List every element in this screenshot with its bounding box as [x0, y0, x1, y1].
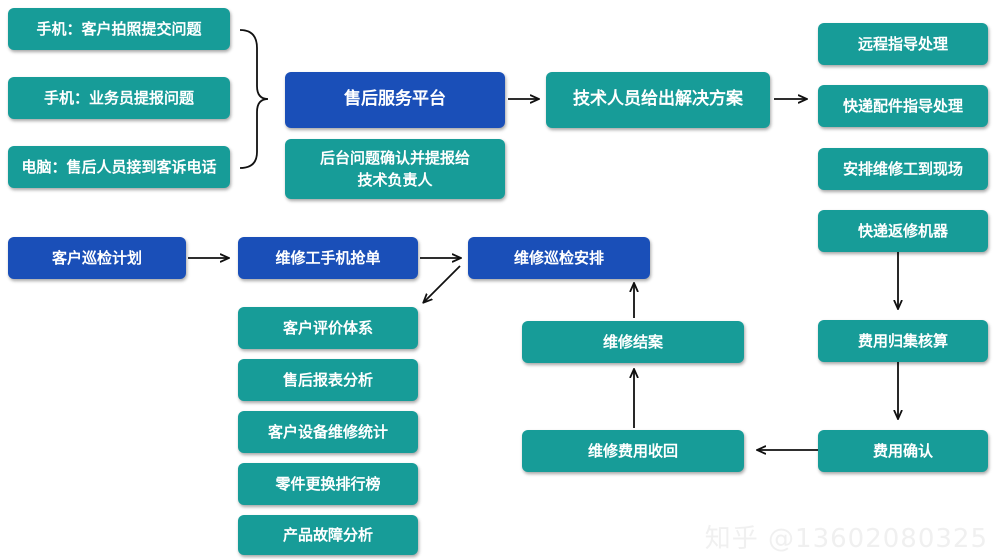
solution-onsite-repair: 安排维修工到现场 [818, 148, 988, 190]
fee-confirm: 费用确认 [818, 430, 988, 472]
solution-express-parts: 快递配件指导处理 [818, 85, 988, 127]
report-parts-ranking: 零件更换排行榜 [238, 463, 418, 505]
aftersales-platform: 售后服务平台 [285, 72, 505, 128]
report-fault-analysis: 产品故障分析 [238, 515, 418, 555]
input-brace [239, 29, 269, 169]
repair-inspection-arrange: 维修巡检安排 [468, 237, 650, 279]
solution-express-return: 快递返修机器 [818, 210, 988, 252]
arrow-grab-to-reports [424, 265, 461, 302]
input-phone-customer: 手机：客户拍照提交问题 [8, 8, 230, 50]
solution-remote-guide: 远程指导处理 [818, 23, 988, 65]
report-device-repair-stats: 客户设备维修统计 [238, 411, 418, 453]
customer-inspection-plan: 客户巡检计划 [8, 237, 186, 279]
report-customer-evaluation: 客户评价体系 [238, 307, 418, 349]
input-pc-aftersales: 电脑：售后人员接到客诉电话 [8, 146, 230, 188]
repairman-grab-order: 维修工手机抢单 [238, 237, 418, 279]
repair-fee-collect: 维修费用收回 [522, 430, 744, 472]
watermark: 知乎 @13602080325 [704, 524, 988, 554]
tech-solution: 技术人员给出解决方案 [546, 72, 770, 128]
input-phone-salesman: 手机：业务员提报问题 [8, 77, 230, 119]
backend-confirm: 后台问题确认并提报给 技术负责人 [285, 139, 505, 199]
repair-close-case: 维修结案 [522, 321, 744, 363]
report-aftersales-analysis: 售后报表分析 [238, 359, 418, 401]
cost-accounting: 费用归集核算 [818, 320, 988, 362]
